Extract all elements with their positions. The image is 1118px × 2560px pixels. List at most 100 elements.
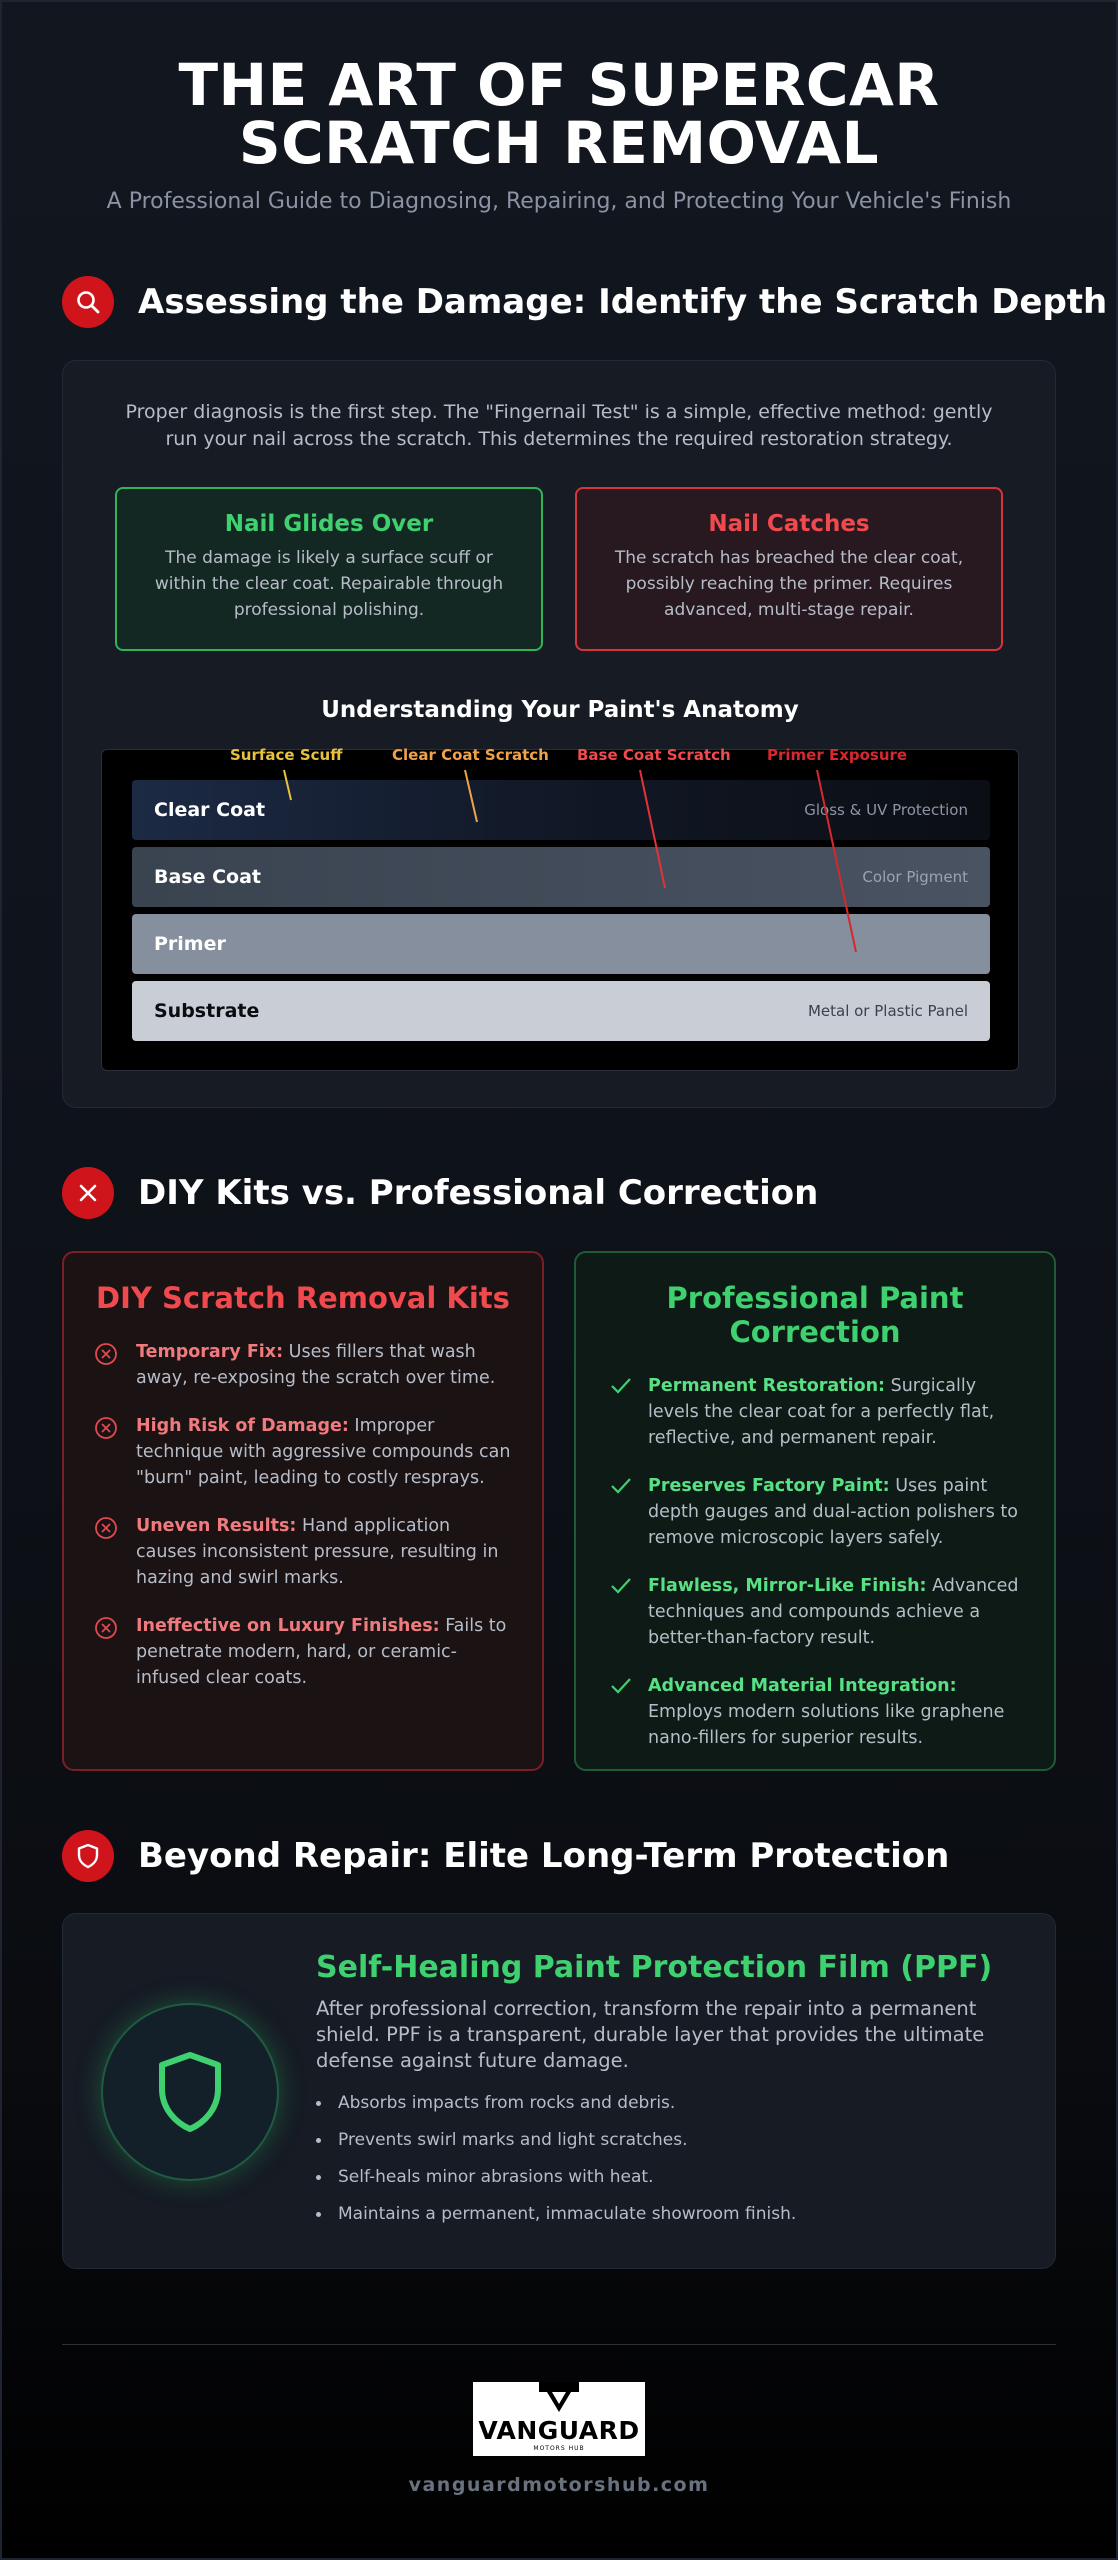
list-item: Advanced Material Integration: Employs m… <box>606 1673 1026 1751</box>
ppf-title: Self-Healing Paint Protection Film (PPF) <box>316 1950 993 1985</box>
v-emblem-icon <box>539 2382 579 2412</box>
diy-kits-card: DIY Scratch Removal Kits Temporary Fix: … <box>62 1251 544 1771</box>
check-icon <box>610 1576 632 1604</box>
title-line-1: THE ART OF SUPERCAR <box>178 51 940 119</box>
professional-correction-title: Professional Paint Correction <box>576 1281 1054 1349</box>
layer-clear-coat: Clear Coat Gloss & UV Protection <box>132 780 990 840</box>
pro-benefits-list: Permanent Restoration: Surgically levels… <box>606 1373 1026 1773</box>
section-protection-title: Beyond Repair: Elite Long-Term Protectio… <box>138 1836 950 1876</box>
footer-divider <box>62 2344 1056 2345</box>
item-label: Temporary Fix: <box>136 1342 284 1362</box>
title-line-2: SCRATCH REMOVAL <box>238 109 880 177</box>
primer-exposure-line <box>816 769 857 953</box>
item-text: Employs modern solutions like graphene n… <box>648 1702 1005 1748</box>
list-item: Permanent Restoration: Surgically levels… <box>606 1373 1026 1451</box>
paint-anatomy-diagram: Clear Coat Gloss & UV Protection Base Co… <box>101 746 1019 1071</box>
layer-name: Primer <box>154 933 226 955</box>
shield-icon <box>62 1830 114 1882</box>
check-icon <box>610 1476 632 1504</box>
vanguard-logo: VANGUARD MOTORS HUB <box>473 2382 645 2456</box>
assessing-panel: Proper diagnosis is the first step. The … <box>62 360 1056 1108</box>
close-icon <box>62 1167 114 1219</box>
paint-anatomy-title: Understanding Your Paint's Anatomy <box>321 697 799 723</box>
search-icon <box>62 276 114 328</box>
page-subtitle: A Professional Guide to Diagnosing, Repa… <box>106 189 1012 214</box>
section-assessing-title: Assessing the Damage: Identify the Scrat… <box>138 282 1108 322</box>
item-text: Advanced techniques and compounds achiev… <box>648 1576 1019 1648</box>
item-label: High Risk of Damage: <box>136 1416 349 1436</box>
x-circle-icon <box>94 1516 118 1548</box>
list-item: Self-heals minor abrasions with heat. <box>316 2165 796 2189</box>
list-item: Uneven Results: Hand application causes … <box>94 1513 514 1591</box>
logo-name: VANGUARD <box>478 2416 640 2445</box>
shield-icon <box>159 2052 221 2132</box>
ppf-benefits-list: Absorbs impacts from rocks and debris. P… <box>316 2091 796 2239</box>
section-comparison-title: DIY Kits vs. Professional Correction <box>138 1173 819 1213</box>
layer-description: Gloss & UV Protection <box>804 801 968 819</box>
diy-kits-title: DIY Scratch Removal Kits <box>96 1281 510 1315</box>
layer-description: Metal or Plastic Panel <box>807 1002 968 1020</box>
professional-correction-card: Professional Paint Correction Permanent … <box>574 1251 1056 1771</box>
layer-name: Substrate <box>154 1000 260 1022</box>
page-title: THE ART OF SUPERCAR SCRATCH REMOVAL <box>0 56 1118 172</box>
nail-catches-card: Nail Catches The scratch has breached th… <box>575 487 1003 651</box>
item-text: Uses paint depth gauges and dual-action … <box>648 1476 1018 1548</box>
item-label: Ineffective on Luxury Finishes: <box>136 1616 440 1636</box>
clear-coat-scratch-line <box>464 769 478 823</box>
base-coat-scratch-line <box>639 769 666 889</box>
list-item: Flawless, Mirror-Like Finish: Advanced t… <box>606 1573 1026 1651</box>
section-protection-heading: Beyond Repair: Elite Long-Term Protectio… <box>62 1830 949 1882</box>
item-label: Preserves Factory Paint: <box>648 1476 890 1496</box>
diy-drawbacks-list: Temporary Fix: Uses fillers that wash aw… <box>94 1339 514 1713</box>
layer-primer: Primer <box>132 914 990 974</box>
item-label: Permanent Restoration: <box>648 1376 886 1396</box>
check-icon <box>610 1376 632 1404</box>
layer-description: Color Pigment <box>862 868 968 886</box>
scratch-lines <box>283 769 857 953</box>
nail-glides-text: The damage is likely a surface scuff or … <box>154 548 504 620</box>
nail-glides-title: Nail Glides Over <box>224 511 434 537</box>
item-text: Surgically levels the clear coat for a p… <box>648 1376 995 1448</box>
label-primer-exposure: Primer Exposure <box>767 746 908 764</box>
item-text: Fails to penetrate modern, hard, or cera… <box>136 1616 507 1688</box>
logo-subtitle: MOTORS HUB <box>533 2445 585 2452</box>
layer-substrate: Substrate Metal or Plastic Panel <box>132 981 990 1041</box>
surface-scuff-line <box>283 769 292 801</box>
list-item: High Risk of Damage: Improper technique … <box>94 1413 514 1491</box>
list-item: Ineffective on Luxury Finishes: Fails to… <box>94 1613 514 1691</box>
layer-name: Base Coat <box>154 866 262 888</box>
pro-title-line-1: Professional Paint <box>666 1281 964 1315</box>
section-assessing-heading: Assessing the Damage: Identify the Scrat… <box>62 276 1107 328</box>
ppf-panel: Self-Healing Paint Protection Film (PPF)… <box>62 1913 1056 2269</box>
check-icon <box>610 1676 632 1704</box>
website-link[interactable]: vanguardmotorshub.com <box>408 2474 710 2496</box>
label-clear-coat-scratch: Clear Coat Scratch <box>392 746 549 764</box>
list-item: Preserves Factory Paint: Uses paint dept… <box>606 1473 1026 1551</box>
item-label: Uneven Results: <box>136 1516 297 1536</box>
x-circle-icon <box>94 1342 118 1374</box>
x-circle-icon <box>94 1616 118 1648</box>
label-surface-scuff: Surface Scuff <box>230 746 343 764</box>
section-comparison-heading: DIY Kits vs. Professional Correction <box>62 1167 818 1219</box>
x-circle-icon <box>94 1416 118 1448</box>
fingernail-test-intro: Proper diagnosis is the first step. The … <box>125 401 993 450</box>
pro-title-line-2: Correction <box>729 1315 901 1349</box>
label-base-coat-scratch: Base Coat Scratch <box>577 746 731 764</box>
item-label: Advanced Material Integration: <box>648 1676 957 1696</box>
item-text: Hand application causes inconsistent pre… <box>136 1516 499 1588</box>
ppf-shield-badge <box>101 2003 279 2181</box>
list-item: Absorbs impacts from rocks and debris. <box>316 2091 796 2115</box>
list-item: Temporary Fix: Uses fillers that wash aw… <box>94 1339 514 1391</box>
layer-name: Clear Coat <box>154 799 266 821</box>
nail-glides-card: Nail Glides Over The damage is likely a … <box>115 487 543 651</box>
item-text: Uses fillers that wash away, re-exposing… <box>136 1342 496 1388</box>
nail-catches-text: The scratch has breached the clear coat,… <box>614 548 964 620</box>
list-item: Maintains a permanent, immaculate showro… <box>316 2202 796 2226</box>
item-text: Improper technique with aggressive compo… <box>136 1416 511 1488</box>
nail-catches-title: Nail Catches <box>708 511 870 537</box>
list-item: Prevents swirl marks and light scratches… <box>316 2128 796 2152</box>
layer-base-coat: Base Coat Color Pigment <box>132 847 990 907</box>
item-label: Flawless, Mirror-Like Finish: <box>648 1576 927 1596</box>
ppf-description: After professional correction, transform… <box>316 1997 985 2072</box>
